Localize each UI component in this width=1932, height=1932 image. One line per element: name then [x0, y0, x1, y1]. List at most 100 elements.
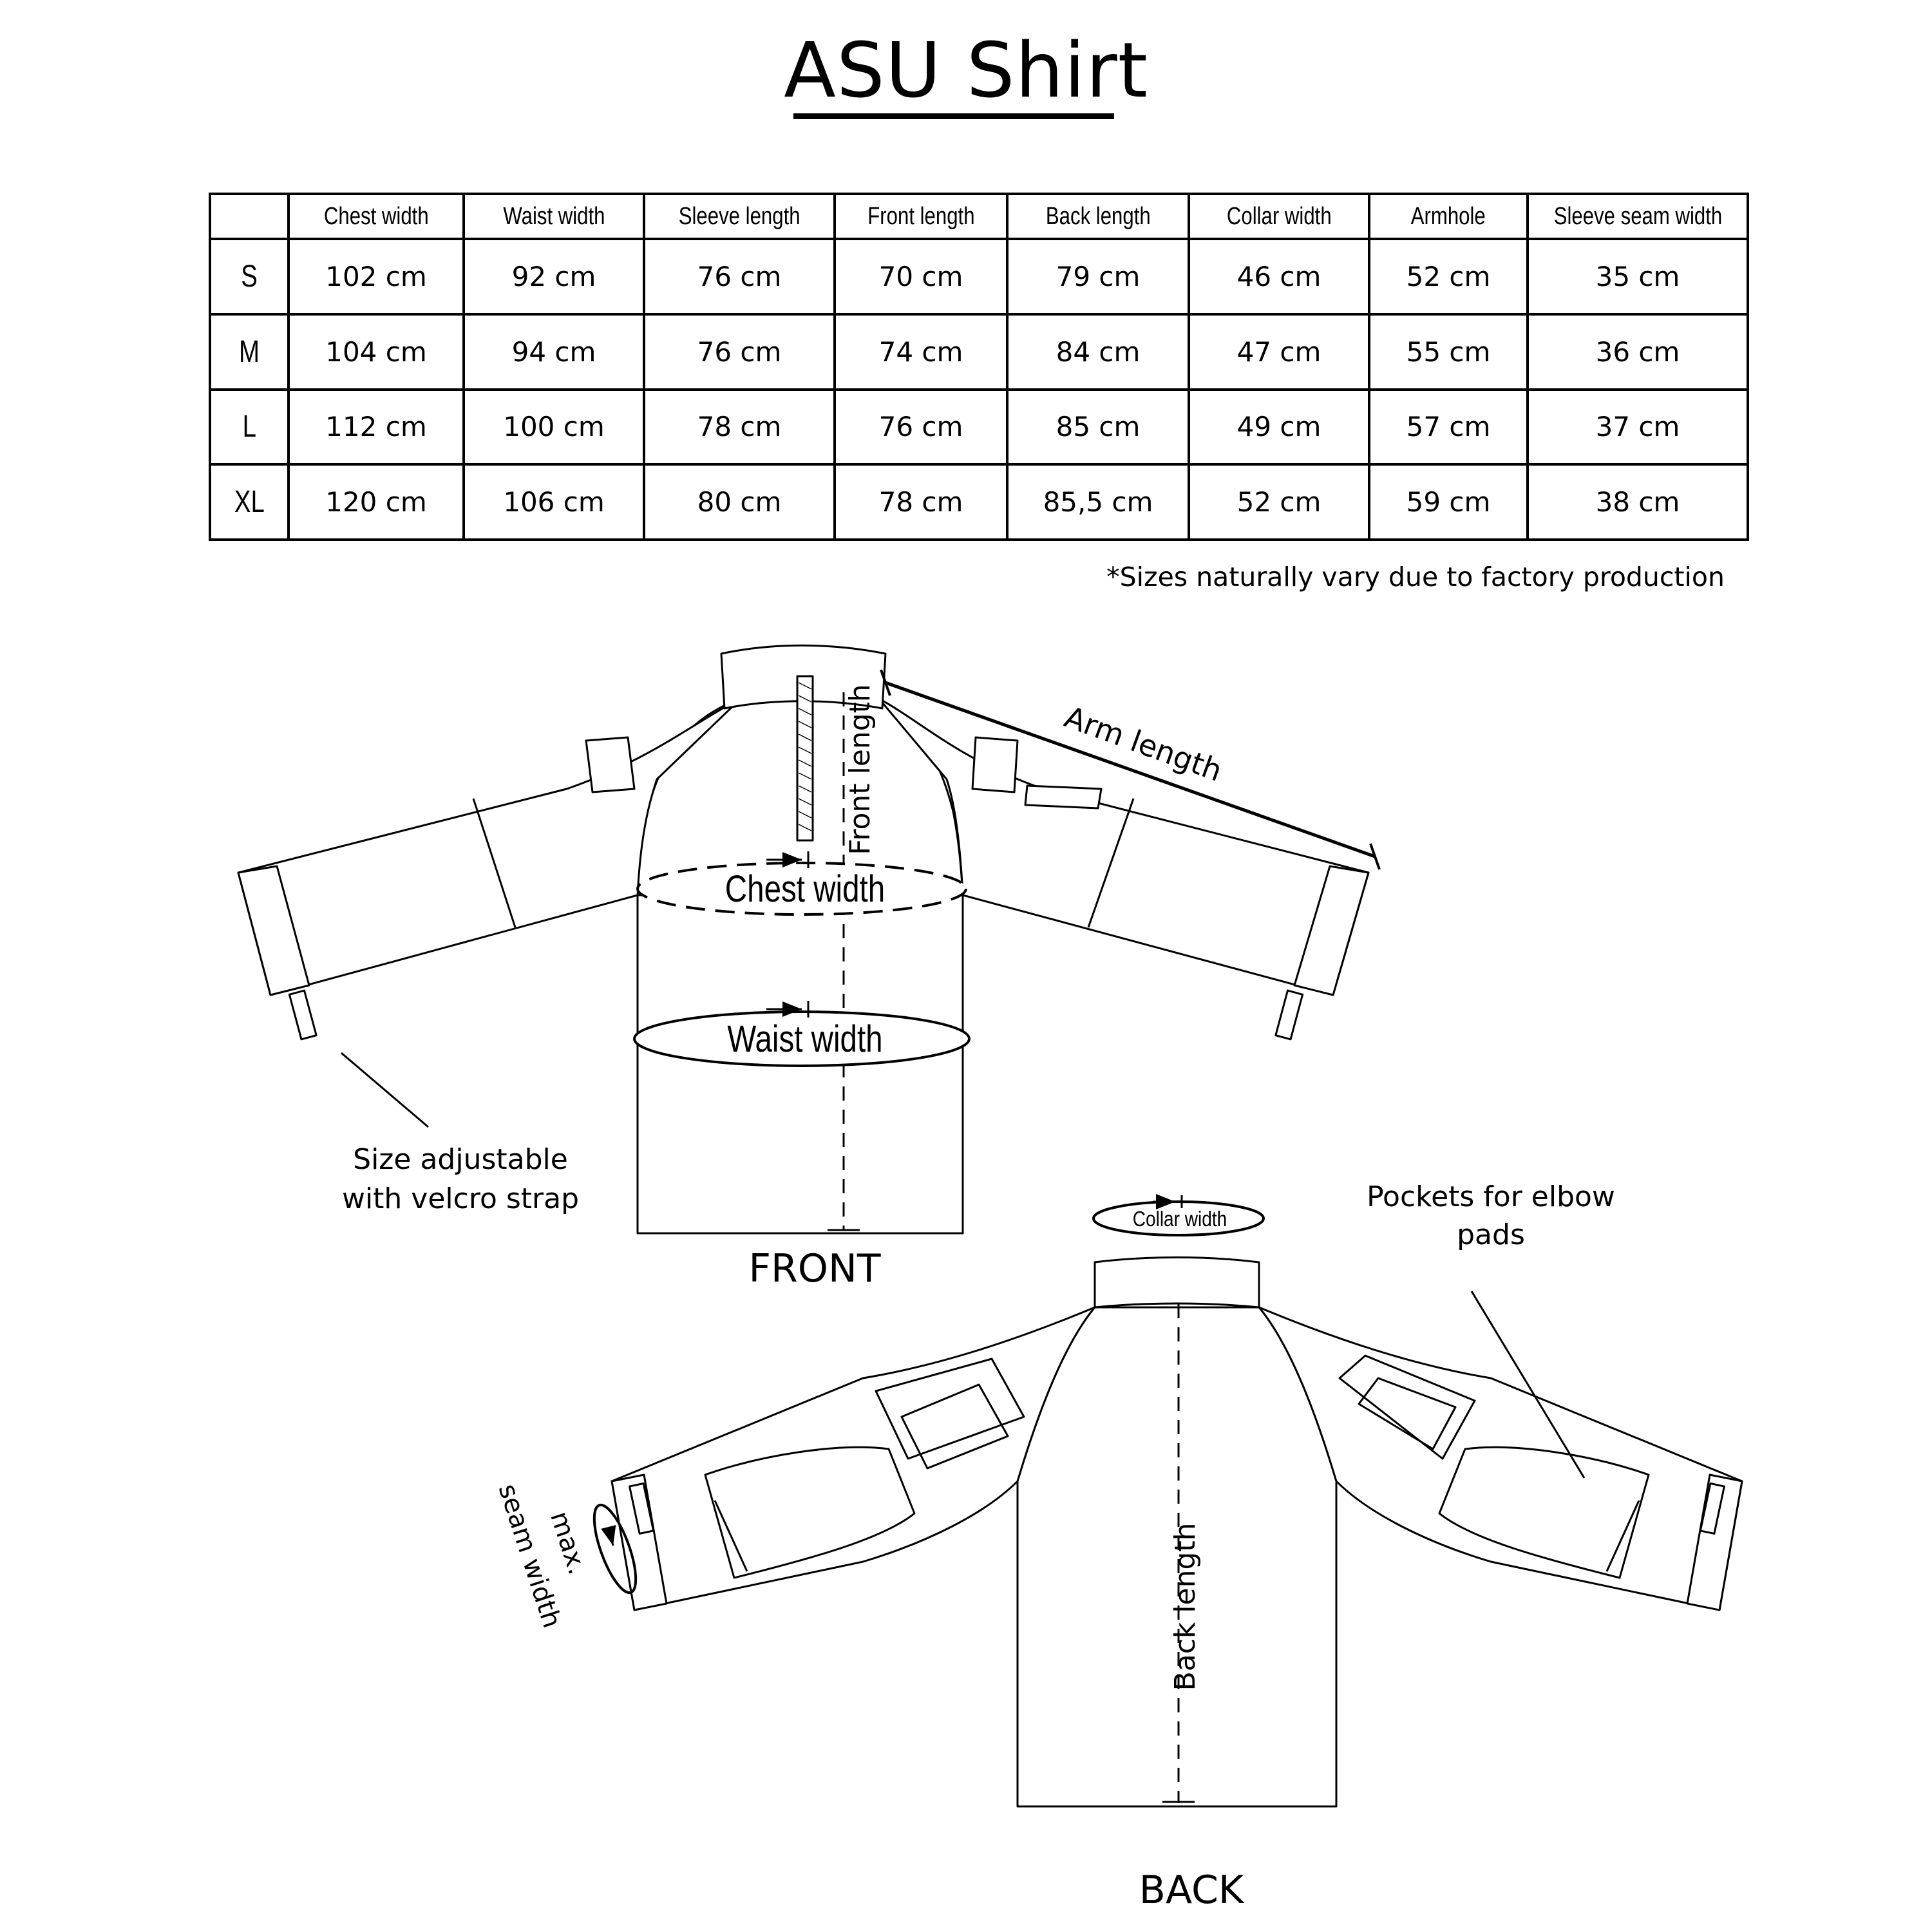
table-cell: 76 cm	[833, 388, 1009, 466]
column-header: Back length	[1006, 193, 1190, 240]
table-cell: 46 cm	[1188, 238, 1370, 316]
back-right-cuff	[1686, 1473, 1743, 1611]
front-left-cuff	[237, 865, 310, 996]
column-header-label: Armhole	[1410, 202, 1486, 230]
title-underline	[793, 113, 1114, 119]
table-cell: 57 cm	[1368, 388, 1529, 466]
back-right-cuff-tab	[1699, 1482, 1725, 1535]
table-header-row: Chest width Waist width Sleeve length Fr…	[209, 193, 1749, 240]
table-cell: 106 cm	[462, 463, 645, 541]
table-cell: 92 cm	[462, 238, 645, 316]
back-caption: BACK	[1139, 1868, 1245, 1913]
table-cell: 52 cm	[1368, 238, 1529, 316]
back-shirt-drawing	[611, 1256, 1743, 1808]
table-cell: 59 cm	[1368, 463, 1529, 541]
table-row: S 102 cm 92 cm 76 cm 70 cm 79 cm 46 cm 5…	[209, 238, 1749, 316]
table-cell: 79 cm	[1006, 238, 1190, 316]
table-cell: 84 cm	[1006, 312, 1190, 391]
table-cell: 104 cm	[287, 312, 465, 391]
column-header: Sleeve seam width	[1526, 193, 1749, 240]
table-cell: 102 cm	[287, 238, 465, 316]
elbow-note-line2: pads	[1457, 1218, 1525, 1251]
size-label-cell: S	[209, 238, 290, 316]
back-left-cuff-tab	[629, 1482, 655, 1535]
back-collar	[1094, 1256, 1260, 1309]
size-label-cell: L	[209, 388, 290, 466]
arm-length-line	[885, 681, 1376, 858]
table-row: XL 120 cm 106 cm 80 cm 78 cm 85,5 cm 52 …	[209, 463, 1749, 541]
size-label: L	[242, 410, 256, 444]
arm-length-end-tick	[1369, 843, 1381, 870]
back-left-cuff	[611, 1473, 668, 1611]
table-cell: 36 cm	[1526, 312, 1749, 391]
elbow-note-line1: Pockets for elbow	[1367, 1180, 1615, 1213]
elbow-callout-line	[1470, 1291, 1586, 1479]
front-right-shoulder-pocket	[971, 736, 1019, 793]
table-cell: 38 cm	[1526, 463, 1749, 541]
arm-length-start-tick	[880, 669, 891, 696]
table-row: L 112 cm 100 cm 78 cm 76 cm 85 cm 49 cm …	[209, 388, 1749, 466]
table-row: M 104 cm 94 cm 76 cm 74 cm 84 cm 47 cm 5…	[209, 312, 1749, 391]
front-zipper	[796, 675, 814, 842]
table-cell: 55 cm	[1368, 312, 1529, 391]
front-left-shoulder-pocket	[585, 736, 636, 793]
chest-width-label: Chest width	[725, 869, 885, 911]
front-caption: FRONT	[749, 1246, 881, 1291]
velcro-callout-line	[341, 1052, 429, 1128]
front-left-panel-seam	[472, 798, 516, 928]
table-cell: 85,5 cm	[1006, 463, 1190, 541]
size-label: S	[241, 259, 258, 294]
front-right-panel-seam	[1087, 798, 1135, 928]
table-cell: 37 cm	[1526, 388, 1749, 466]
column-header-label: Back length	[1045, 202, 1151, 230]
table-cell: 74 cm	[833, 312, 1009, 391]
back-length-label: Back length	[1169, 1522, 1202, 1690]
front-left-velcro-strap	[288, 989, 317, 1041]
seam-width-label-line2: seam width	[493, 1481, 567, 1632]
front-right-velcro-strap	[1274, 989, 1304, 1041]
back-left-elbow-pocket	[704, 1446, 916, 1579]
back-right-upper-pocket-flap	[1358, 1377, 1457, 1450]
table-cell: 78 cm	[643, 388, 836, 466]
back-left-elbow-seam	[714, 1500, 748, 1572]
collar-width-ellipse	[1092, 1200, 1265, 1236]
size-label: XL	[234, 485, 265, 520]
table-cell: 76 cm	[643, 238, 836, 316]
velcro-note-line1: Size adjustable	[353, 1143, 568, 1176]
page-title: ASU Shirt	[784, 26, 1148, 115]
table-corner-cell	[209, 193, 290, 240]
column-header-label: Front length	[867, 202, 975, 230]
waist-width-ellipse	[633, 1010, 971, 1067]
seam-width-ellipse	[592, 1503, 638, 1595]
column-header-label: Waist width	[502, 202, 605, 230]
collar-width-label: Collar width	[1133, 1208, 1227, 1231]
column-header: Sleeve length	[643, 193, 836, 240]
back-left-upper-pocket	[875, 1358, 1025, 1460]
column-header-label: Chest width	[323, 202, 429, 230]
table-cell: 94 cm	[462, 312, 645, 391]
column-header: Armhole	[1368, 193, 1529, 240]
back-right-elbow-seam	[1605, 1500, 1640, 1572]
column-header: Waist width	[462, 193, 645, 240]
table-cell: 78 cm	[833, 463, 1009, 541]
back-right-elbow-pocket	[1438, 1446, 1650, 1579]
size-label-cell: M	[209, 312, 290, 391]
table-cell: 47 cm	[1188, 312, 1370, 391]
column-header: Chest width	[287, 193, 465, 240]
table-cell: 80 cm	[643, 463, 836, 541]
size-label-cell: XL	[209, 463, 290, 541]
table-cell: 100 cm	[462, 388, 645, 466]
table-cell: 52 cm	[1188, 463, 1370, 541]
column-header: Front length	[833, 193, 1009, 240]
table-cell: 112 cm	[287, 388, 465, 466]
table-cell: 85 cm	[1006, 388, 1190, 466]
column-header: Collar width	[1188, 193, 1370, 240]
front-shirt-drawing	[237, 644, 1370, 1235]
chest-width-ellipse	[636, 862, 967, 916]
seam-width-arrow	[601, 1524, 616, 1546]
column-header-label: Sleeve seam width	[1553, 202, 1722, 230]
production-note: *Sizes naturally vary due to factory pro…	[1106, 562, 1725, 592]
table-cell: 70 cm	[833, 238, 1009, 316]
